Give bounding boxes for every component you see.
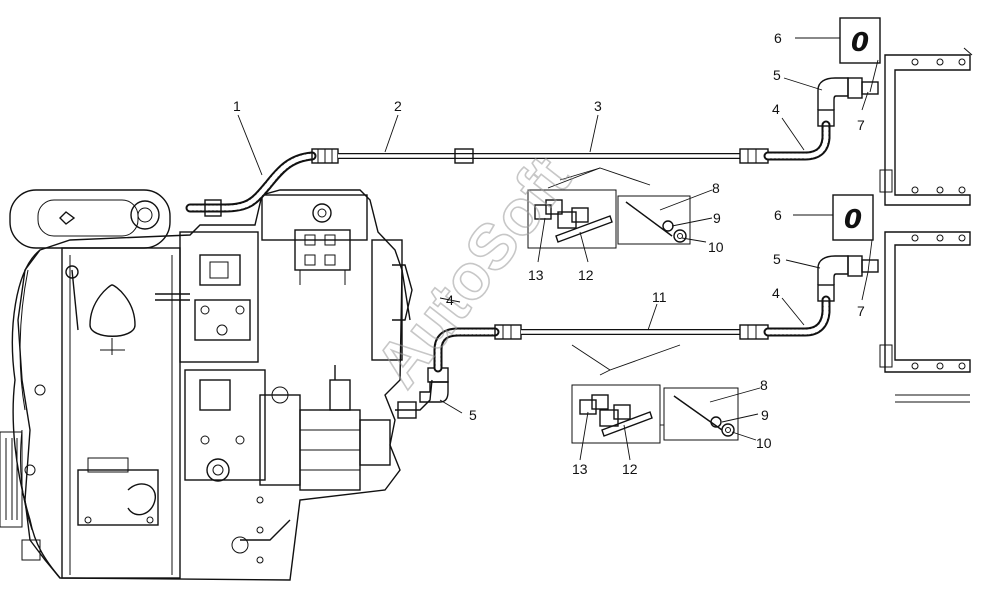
leader-lines xyxy=(237,37,879,461)
callout-10-top: 10 xyxy=(708,239,724,255)
seal-ring-glyph-mid: 0 xyxy=(844,205,862,235)
callout-9-top: 9 xyxy=(713,210,721,226)
callout-8-low: 8 xyxy=(760,377,768,393)
callout-10-low: 10 xyxy=(756,435,772,451)
callout-5-mid: 5 xyxy=(773,251,781,267)
callout-5-low: 5 xyxy=(469,407,477,423)
right-receiver-brackets xyxy=(879,47,973,403)
seal-ring-inset-mid: 0 xyxy=(832,194,874,241)
upper-pressure-line xyxy=(185,77,879,217)
callout-7-mid: 7 xyxy=(857,303,865,319)
callout-5-top: 5 xyxy=(773,67,781,83)
callout-2: 2 xyxy=(394,98,402,114)
callout-7-top: 7 xyxy=(857,117,865,133)
callout-6-top: 6 xyxy=(774,30,782,46)
gearbox-assembly xyxy=(0,189,413,581)
seal-ring-glyph-top: 0 xyxy=(851,28,869,58)
callout-12-top: 12 xyxy=(578,267,594,283)
callout-4-mid: 4 xyxy=(772,285,780,301)
clamp-detail-lower xyxy=(571,344,739,444)
lower-pressure-line xyxy=(395,255,879,419)
callout-11: 11 xyxy=(652,289,667,305)
callout-13-low: 13 xyxy=(572,461,588,477)
callout-3: 3 xyxy=(594,98,602,114)
watermark: AutoSoft xyxy=(361,143,584,400)
callout-labels: 1 2 3 4 5 6 7 8 9 10 12 13 6 5 7 4 11 4 … xyxy=(233,30,865,477)
callout-4-left: 4 xyxy=(446,292,454,308)
callout-6-mid: 6 xyxy=(774,207,782,223)
callout-1: 1 xyxy=(233,98,241,114)
callout-9-low: 9 xyxy=(761,407,769,423)
callout-12-low: 12 xyxy=(622,461,638,477)
seal-ring-inset-top: 0 xyxy=(839,17,881,64)
callout-8-top: 8 xyxy=(712,180,720,196)
callout-13-top: 13 xyxy=(528,267,544,283)
callout-4-top: 4 xyxy=(772,101,780,117)
